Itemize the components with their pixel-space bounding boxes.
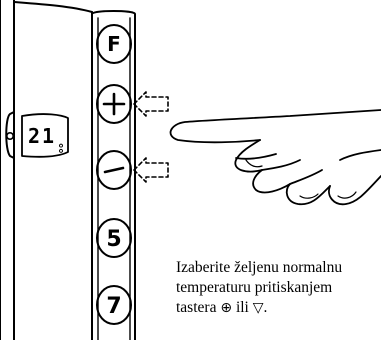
instruction-line-3: tastera ⊕ ili ▽. — [176, 298, 381, 318]
button-plus[interactable] — [96, 84, 132, 124]
arrow-to-plus-icon — [133, 91, 169, 117]
heater-body — [0, 0, 93, 340]
instruction-line-3-suffix: . — [263, 299, 268, 316]
instruction-line-2: temperaturu pritiskanjem — [176, 279, 333, 296]
button-7-label: 7 — [106, 294, 121, 319]
minus-key-icon: ▽ — [252, 300, 264, 316]
display-value: 21 — [28, 124, 56, 148]
button-f-label: F — [107, 32, 121, 56]
display-unit-marks: °° — [51, 142, 65, 153]
instruction-line-1: Izaberite željenu normalnu — [176, 259, 343, 276]
instruction-text: Izaberite željenu normalnu temperaturu p… — [176, 258, 381, 318]
button-f[interactable] — [96, 24, 132, 64]
button-7[interactable] — [96, 285, 132, 325]
arrow-to-minus-icon — [133, 157, 169, 183]
button-5[interactable] — [96, 218, 132, 258]
instruction-line-3-prefix: tastera — [176, 299, 221, 316]
button-minus[interactable] — [96, 150, 132, 190]
pointing-hand-icon — [169, 109, 381, 206]
temperature-display — [5, 111, 69, 159]
minus-icon — [103, 166, 125, 174]
plus-icon — [102, 92, 126, 116]
plus-key-icon: ⊕ — [220, 300, 233, 316]
button-5-label: 5 — [106, 227, 121, 252]
instruction-or-word: ili — [232, 299, 253, 316]
